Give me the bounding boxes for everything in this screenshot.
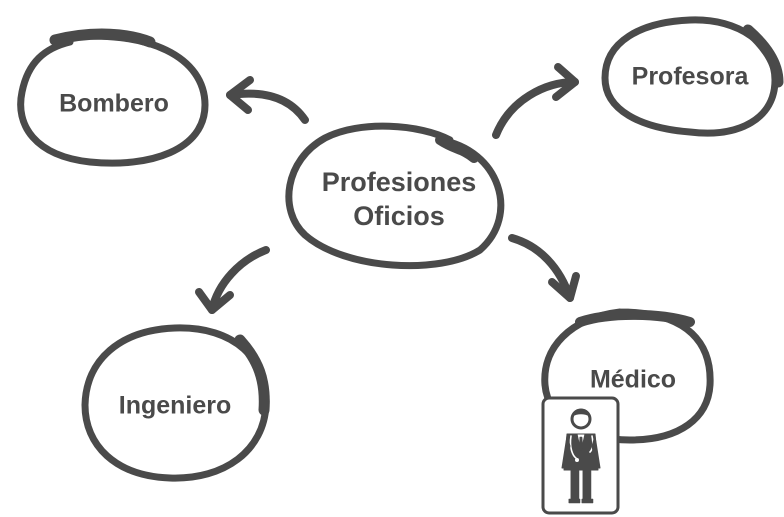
center-label: Profesiones Oficios — [322, 165, 477, 233]
ingeniero-bubble — [81, 324, 270, 482]
node-label-medico: Médico — [589, 365, 677, 394]
arrow-to-profesora — [492, 63, 579, 139]
arrow-to-ingeniero — [195, 246, 270, 314]
center-label-line2: Oficios — [353, 201, 445, 231]
doctor-icon — [561, 408, 601, 504]
profesora-bubble — [601, 16, 784, 137]
doctor-card — [541, 396, 620, 515]
arrow-to-bombero — [226, 76, 309, 124]
node-label-profesora: Profesora — [631, 62, 749, 91]
arrow-to-medico — [508, 234, 580, 302]
node-label-bombero: Bombero — [59, 89, 169, 118]
medico-bubble — [541, 308, 714, 444]
center-bubble — [285, 122, 505, 270]
node-label-ingeniero: Ingeniero — [118, 391, 232, 420]
bombero-bubble — [17, 28, 209, 167]
center-label-line1: Profesiones — [321, 167, 477, 197]
